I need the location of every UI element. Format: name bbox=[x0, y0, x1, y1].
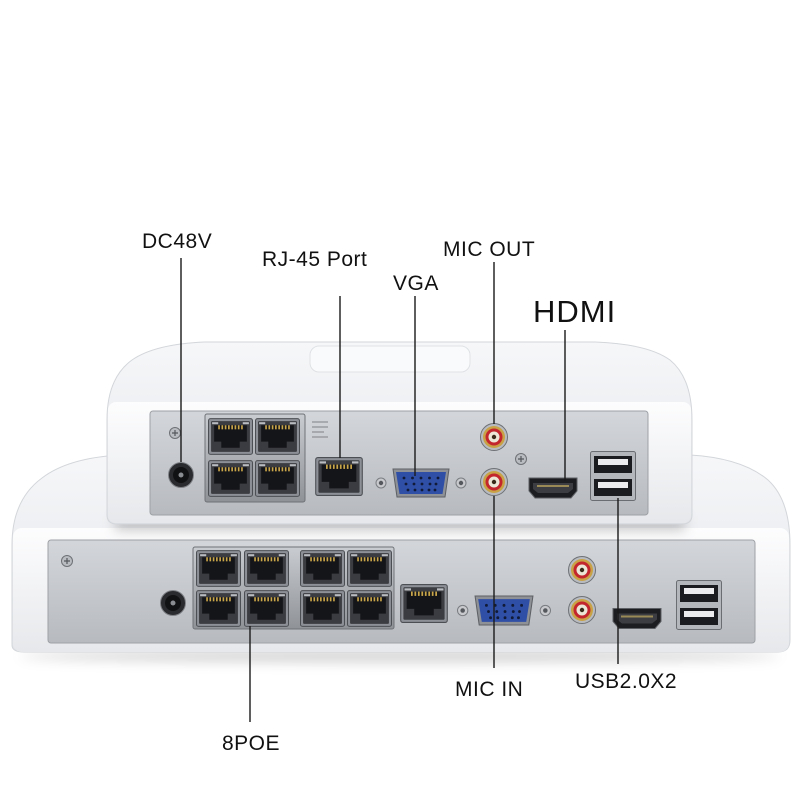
bottom-hdmi-port bbox=[612, 607, 662, 630]
top-device-label-plate bbox=[309, 345, 471, 373]
top-mic-in-jack bbox=[480, 468, 508, 496]
bottom-poe-port-3 bbox=[300, 550, 345, 587]
leader-lines bbox=[180, 258, 619, 722]
top-panel-screw bbox=[515, 453, 527, 465]
top-rj45-uplink-port bbox=[315, 457, 363, 496]
bottom-poe-port-7 bbox=[300, 590, 345, 627]
top-usb-ports bbox=[590, 451, 636, 501]
label-hdmi: HDMI bbox=[533, 294, 616, 329]
top-nvr-device bbox=[106, 341, 693, 530]
top-poe-port-2 bbox=[255, 418, 300, 455]
bottom-mic-in-jack bbox=[568, 596, 596, 624]
bottom-ground-screw bbox=[61, 555, 73, 567]
top-hdmi-port bbox=[528, 477, 578, 499]
bottom-rj45-uplink-port bbox=[400, 584, 448, 623]
top-poe-port-3 bbox=[208, 460, 253, 497]
label-vga: VGA bbox=[393, 272, 439, 295]
top-dc-power-jack bbox=[168, 462, 194, 488]
bottom-poe-port-2 bbox=[244, 550, 289, 587]
label-mic-out: MIC OUT bbox=[443, 238, 535, 261]
bottom-mic-out-jack bbox=[568, 556, 596, 584]
label-mic-in: MIC IN bbox=[455, 678, 523, 701]
bottom-poe-port-8 bbox=[347, 590, 392, 627]
bottom-poe-port-4 bbox=[347, 550, 392, 587]
bottom-poe-port-6 bbox=[244, 590, 289, 627]
top-ground-screw bbox=[169, 427, 181, 439]
bottom-poe-port-5 bbox=[196, 590, 241, 627]
top-port-marking bbox=[312, 421, 328, 438]
callout-labels: DC48V RJ-45 Port VGA MIC OUT HDMI MIC IN… bbox=[142, 230, 677, 755]
top-mic-out-jack bbox=[480, 423, 508, 451]
bottom-poe-port-1 bbox=[196, 550, 241, 587]
label-rj45-port: RJ-45 Port bbox=[262, 248, 367, 271]
top-poe-port-1 bbox=[208, 418, 253, 455]
label-usb: USB2.0X2 bbox=[575, 670, 677, 693]
label-dc48v: DC48V bbox=[142, 230, 212, 253]
bottom-dc-power-jack bbox=[160, 590, 186, 616]
bottom-usb-ports bbox=[676, 580, 722, 630]
label-8poe: 8POE bbox=[222, 732, 280, 755]
top-poe-port-4 bbox=[255, 460, 300, 497]
bottom-device-shadow bbox=[20, 650, 780, 662]
